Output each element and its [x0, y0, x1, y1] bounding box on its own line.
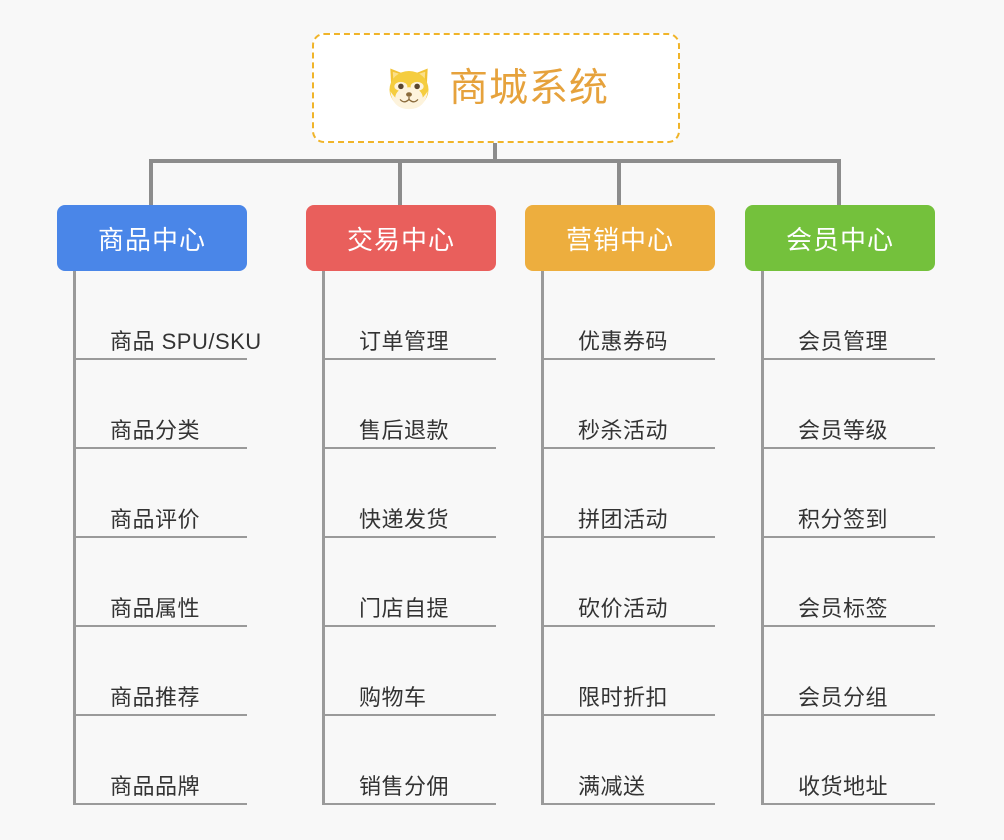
- leaf-item[interactable]: 秒杀活动: [544, 360, 715, 449]
- leaf-item[interactable]: 砍价活动: [544, 538, 715, 627]
- leaf-label: 商品 SPU/SKU: [110, 328, 262, 354]
- leaf-label: 限时折扣: [578, 684, 669, 710]
- root-node[interactable]: 商城系统: [312, 33, 680, 143]
- connector-drop-product-center: [149, 159, 153, 205]
- connector-drop-member-center: [837, 159, 841, 205]
- leaf-label: 会员管理: [798, 328, 889, 354]
- leaf-label: 商品推荐: [110, 684, 201, 710]
- leaf-label: 商品品牌: [110, 773, 201, 799]
- branch-header-label: 会员中心: [785, 224, 894, 255]
- leaf-list-marketing-center: 优惠券码 秒杀活动 拼团活动 砍价活动 限时折扣 满减送: [541, 271, 715, 805]
- leaf-item[interactable]: 商品 SPU/SKU: [76, 271, 261, 360]
- leaf-item[interactable]: 会员管理: [764, 271, 935, 360]
- branch-header-product-center[interactable]: 商品中心: [57, 205, 247, 271]
- branch-trade-center: 交易中心 订单管理 售后退款 快递发货 门店自提 购物车 销售分佣: [306, 205, 496, 805]
- leaf-list-member-center: 会员管理 会员等级 积分签到 会员标签 会员分组 收货地址: [761, 271, 935, 805]
- leaf-label: 商品评价: [110, 506, 201, 532]
- leaf-item[interactable]: 门店自提: [325, 538, 496, 627]
- leaf-item[interactable]: 拼团活动: [544, 449, 715, 538]
- connector-drop-trade-center: [398, 159, 402, 205]
- leaf-item[interactable]: 商品推荐: [76, 627, 247, 716]
- leaf-item[interactable]: 订单管理: [325, 271, 496, 360]
- leaf-label: 满减送: [578, 773, 646, 799]
- leaf-item[interactable]: 商品品牌: [76, 716, 247, 805]
- root-title: 商城系统: [448, 66, 609, 110]
- leaf-label: 快递发货: [359, 506, 450, 532]
- leaf-item[interactable]: 商品评价: [76, 449, 247, 538]
- branch-header-member-center[interactable]: 会员中心: [745, 205, 935, 271]
- leaf-label: 商品属性: [110, 595, 201, 621]
- branch-header-trade-center[interactable]: 交易中心: [306, 205, 496, 271]
- connector-root-stem: [493, 143, 497, 162]
- leaf-item[interactable]: 限时折扣: [544, 627, 715, 716]
- leaf-label: 订单管理: [359, 328, 450, 354]
- leaf-label: 拼团活动: [578, 506, 669, 532]
- branch-product-center: 商品中心 商品 SPU/SKU 商品分类 商品评价 商品属性 商品推荐 商品品牌: [57, 205, 261, 805]
- branch-member-center: 会员中心 会员管理 会员等级 积分签到 会员标签 会员分组 收货地址: [745, 205, 935, 805]
- leaf-item[interactable]: 优惠券码: [544, 271, 715, 360]
- leaf-label: 购物车: [359, 684, 427, 710]
- leaf-item[interactable]: 商品分类: [76, 360, 247, 449]
- leaf-item[interactable]: 商品属性: [76, 538, 247, 627]
- leaf-item[interactable]: 会员等级: [764, 360, 935, 449]
- leaf-label: 门店自提: [359, 595, 450, 621]
- branch-header-marketing-center[interactable]: 营销中心: [525, 205, 715, 271]
- branch-header-label: 营销中心: [565, 224, 674, 255]
- leaf-label: 会员分组: [798, 684, 889, 710]
- leaf-label: 砍价活动: [578, 595, 669, 621]
- leaf-list-trade-center: 订单管理 售后退款 快递发货 门店自提 购物车 销售分佣: [322, 271, 496, 805]
- leaf-item[interactable]: 购物车: [325, 627, 496, 716]
- leaf-item[interactable]: 销售分佣: [325, 716, 496, 805]
- shiba-dog-face-icon: [383, 62, 435, 114]
- leaf-item[interactable]: 售后退款: [325, 360, 496, 449]
- leaf-label: 秒杀活动: [578, 417, 669, 443]
- branch-marketing-center: 营销中心 优惠券码 秒杀活动 拼团活动 砍价活动 限时折扣 满减送: [525, 205, 715, 805]
- leaf-label: 会员等级: [798, 417, 889, 443]
- connector-horizontal-bus: [151, 159, 839, 163]
- leaf-label: 会员标签: [798, 595, 889, 621]
- branch-header-label: 商品中心: [97, 224, 206, 255]
- leaf-label: 商品分类: [110, 417, 201, 443]
- leaf-item[interactable]: 收货地址: [764, 716, 935, 805]
- leaf-item[interactable]: 会员标签: [764, 538, 935, 627]
- leaf-label: 收货地址: [798, 773, 889, 799]
- leaf-label: 销售分佣: [359, 773, 450, 799]
- leaf-label: 售后退款: [359, 417, 450, 443]
- leaf-item[interactable]: 快递发货: [325, 449, 496, 538]
- leaf-label: 积分签到: [798, 506, 889, 532]
- leaf-item[interactable]: 积分签到: [764, 449, 935, 538]
- leaf-label: 优惠券码: [578, 328, 669, 354]
- branch-header-label: 交易中心: [346, 224, 455, 255]
- leaf-item[interactable]: 会员分组: [764, 627, 935, 716]
- connector-drop-marketing-center: [617, 159, 621, 205]
- leaf-list-product-center: 商品 SPU/SKU 商品分类 商品评价 商品属性 商品推荐 商品品牌: [73, 271, 261, 805]
- leaf-item[interactable]: 满减送: [544, 716, 715, 805]
